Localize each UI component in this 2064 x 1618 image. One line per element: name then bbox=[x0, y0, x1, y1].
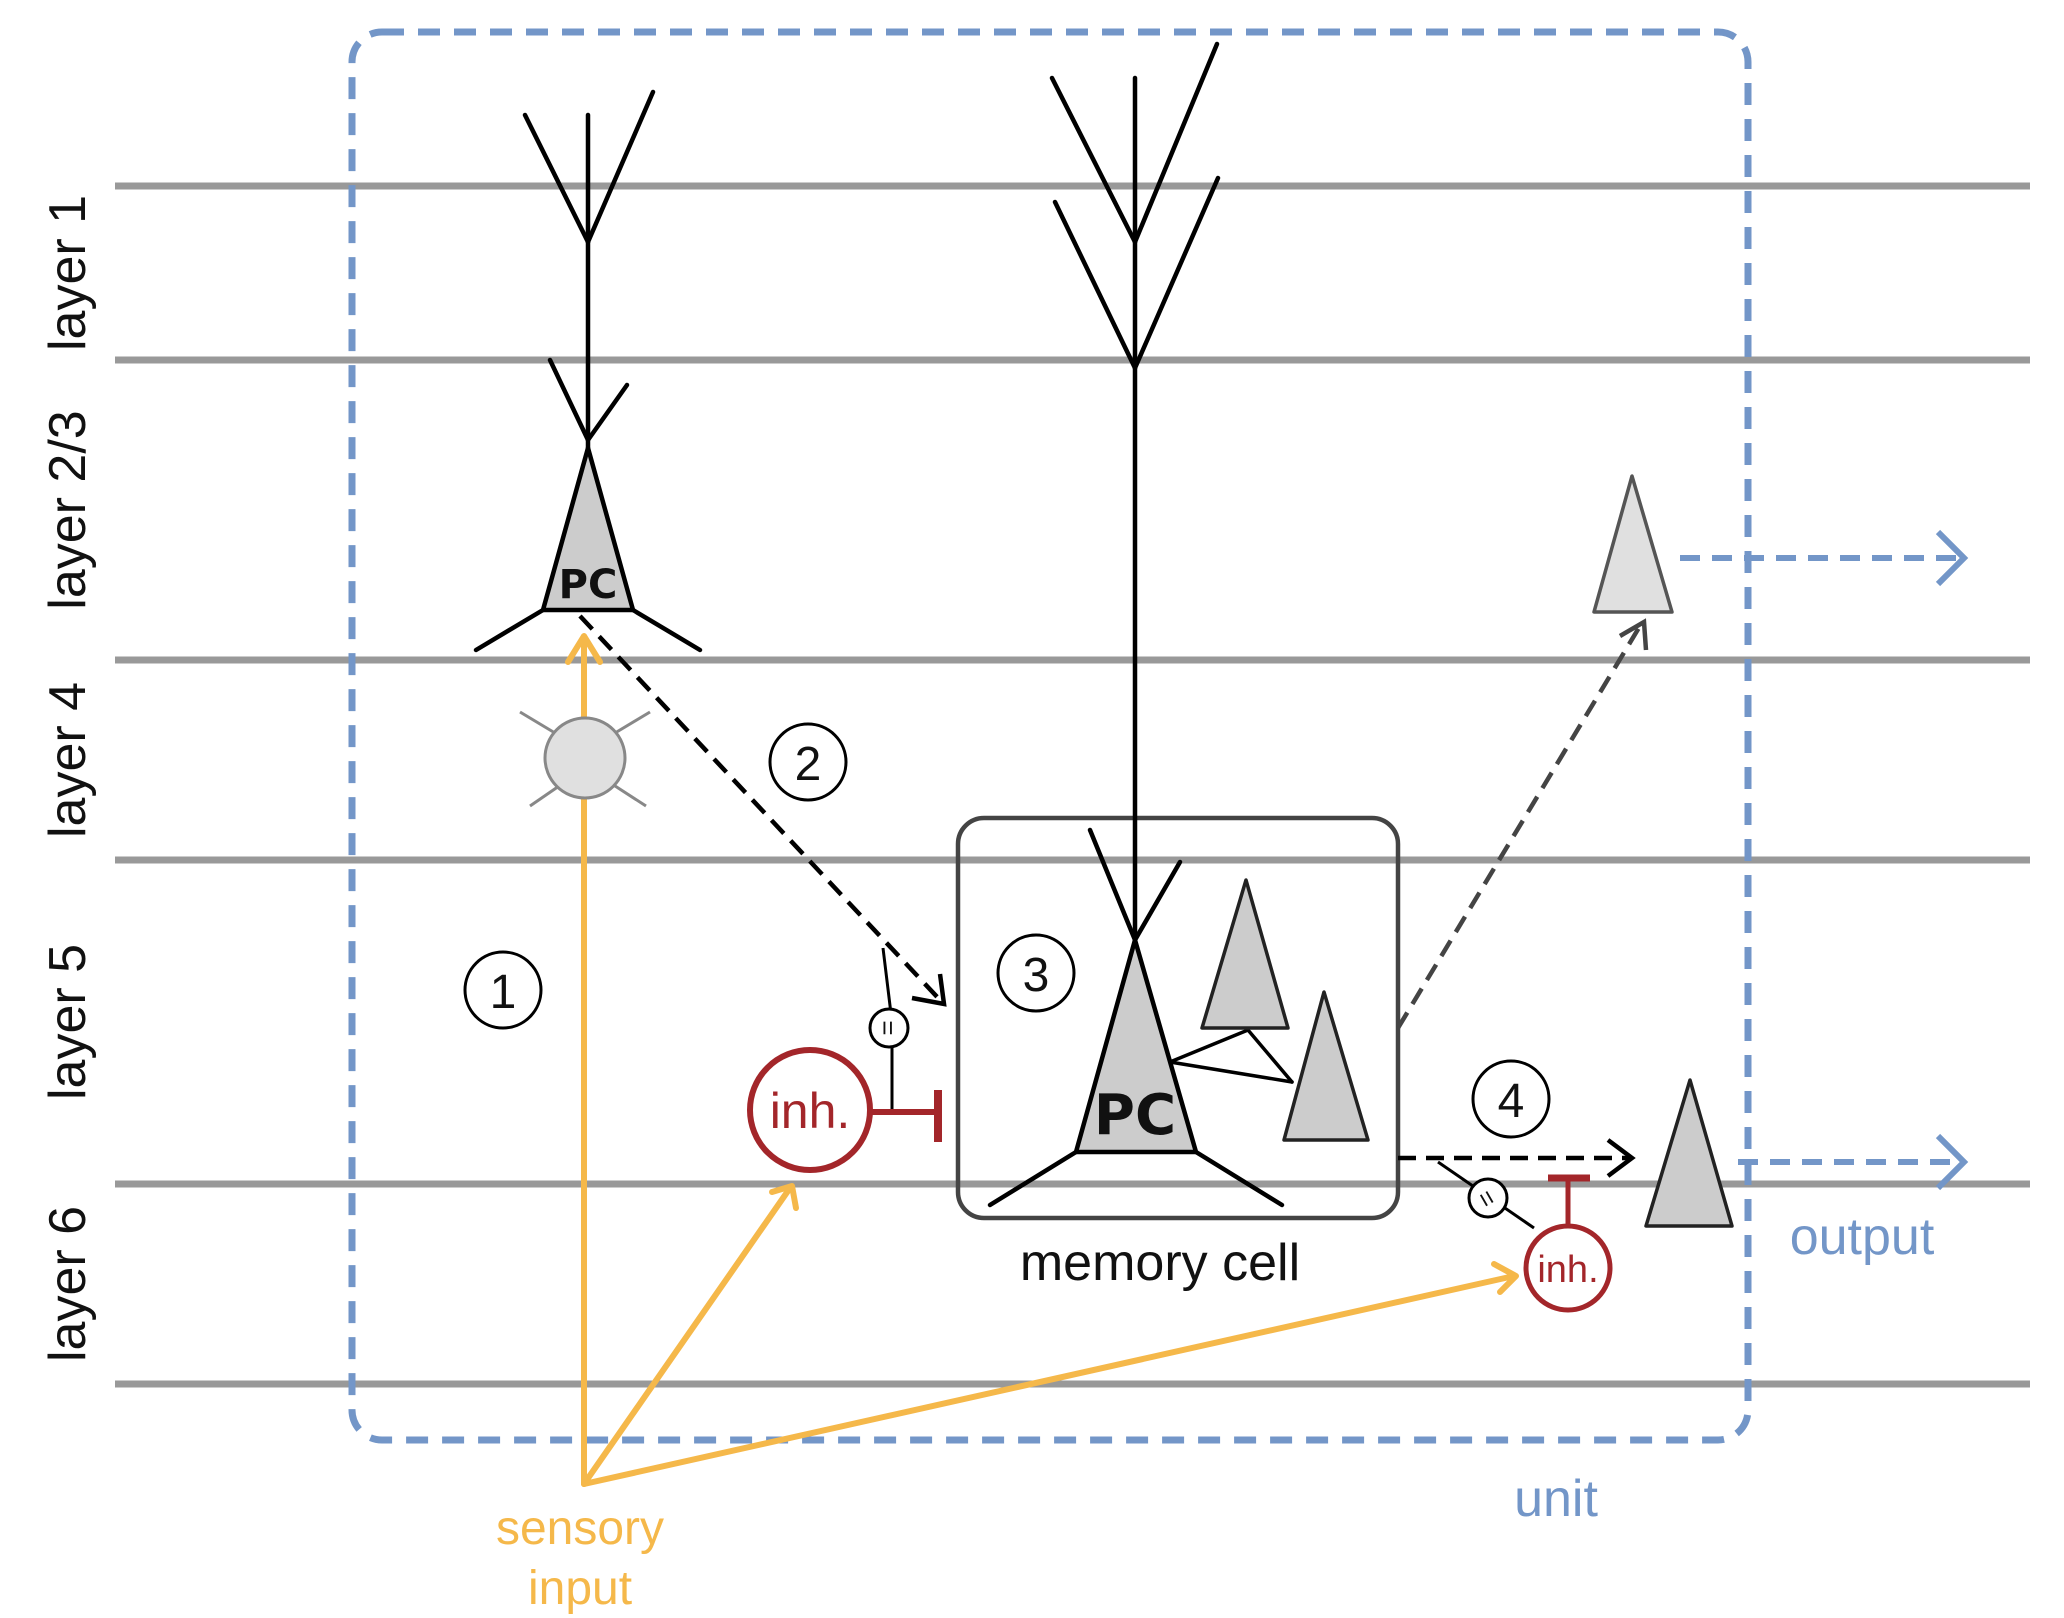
sensory-arrow-to-inh-l5 bbox=[581, 1185, 793, 1487]
dashed-axon bbox=[1396, 624, 1642, 1030]
inh-soma bbox=[1523, 1223, 1613, 1313]
inh-label: inh. bbox=[770, 1083, 851, 1139]
output-label: output bbox=[1790, 1208, 1935, 1266]
memory-pc-label: PC bbox=[1094, 1083, 1176, 1148]
arrowhead bbox=[911, 973, 947, 1007]
connection-pc-to-memory-cell bbox=[578, 614, 942, 1002]
apical-branch bbox=[1052, 199, 1138, 371]
layer-label: layer 4 bbox=[39, 682, 97, 838]
apical-branch bbox=[522, 112, 591, 245]
inh-synapse-marker bbox=[868, 1007, 910, 1049]
apical-branch bbox=[1087, 827, 1138, 943]
apical-branch bbox=[1132, 175, 1221, 371]
arrowhead bbox=[769, 1183, 799, 1211]
step-marker bbox=[996, 933, 1076, 1013]
inh-soma bbox=[747, 1047, 873, 1173]
step-marker bbox=[463, 950, 543, 1030]
layer-labels: layer 1 layer 2/3 layer 4 layer 5 layer … bbox=[39, 195, 97, 1362]
step-number: 3 bbox=[1023, 949, 1050, 1002]
basal-dendrite bbox=[630, 607, 703, 653]
memory-cell-label: memory cell bbox=[1020, 1234, 1300, 1292]
basal-dendrite bbox=[473, 607, 546, 653]
stellate-dendrite bbox=[611, 782, 647, 808]
local-pyramidal-cell bbox=[1200, 878, 1290, 1030]
connection-memory-to-output bbox=[1398, 1138, 1636, 1178]
inhibitory-interneuron-l6: = inh. bbox=[1437, 1160, 1613, 1313]
inh-synapse-marker bbox=[1467, 1177, 1509, 1219]
memory-pyramidal-cell bbox=[987, 41, 1294, 1208]
local-connection bbox=[1168, 1028, 1250, 1064]
apical-branch bbox=[585, 89, 656, 245]
sensory-arrow-to-inh-l6 bbox=[581, 1273, 1517, 1487]
local-connection bbox=[1168, 1060, 1294, 1084]
arrowhead bbox=[1618, 618, 1649, 651]
upper-pyramidal-cell bbox=[473, 89, 703, 653]
apical-branch bbox=[1132, 41, 1220, 245]
step-number: 4 bbox=[1498, 1075, 1525, 1128]
step-marker bbox=[768, 722, 848, 802]
apical-branch bbox=[1049, 75, 1138, 245]
upper-pc-label: PC bbox=[559, 562, 618, 608]
basal-dendrite bbox=[1193, 1149, 1285, 1208]
unit-label: unit bbox=[1514, 1470, 1598, 1528]
layer-label: layer 2/3 bbox=[39, 410, 97, 609]
sensory-input-arrows bbox=[565, 633, 1519, 1487]
connection-memory-to-l23 bbox=[1396, 618, 1649, 1030]
inhibitory-interneuron-l5: = inh. bbox=[747, 947, 942, 1173]
step-number: 2 bbox=[795, 738, 822, 791]
inh-label: inh. bbox=[1537, 1249, 1598, 1291]
apical-branch bbox=[1132, 859, 1183, 943]
apical-branch bbox=[547, 357, 591, 443]
memory-pc-soma bbox=[1073, 937, 1199, 1155]
basal-dendrite bbox=[987, 1149, 1079, 1208]
arrowhead bbox=[1935, 1133, 1969, 1191]
arrowhead bbox=[1491, 1261, 1519, 1295]
synapse-symbol: = bbox=[873, 1020, 903, 1035]
local-connection bbox=[1246, 1028, 1294, 1084]
step-marker bbox=[1471, 1059, 1551, 1139]
step-number: 1 bbox=[490, 966, 517, 1019]
stellate-soma bbox=[543, 716, 627, 800]
layer-boundaries bbox=[115, 182, 2030, 1388]
arrowhead bbox=[1935, 529, 1969, 587]
output-pyramidal-cell-l6 bbox=[1644, 1078, 1734, 1228]
apical-branch bbox=[585, 382, 630, 443]
unit-boundary bbox=[348, 28, 1752, 1444]
sensory-input-label: sensory bbox=[496, 1502, 664, 1555]
memory-cell-box bbox=[955, 815, 1401, 1221]
dashed-axon bbox=[578, 614, 942, 1002]
arrowhead bbox=[565, 633, 603, 665]
sensory-input-label: input bbox=[528, 1562, 632, 1615]
layer4-stellate-cell bbox=[519, 710, 651, 808]
layer-label: layer 5 bbox=[39, 944, 97, 1100]
arrowhead bbox=[1606, 1138, 1636, 1178]
upper-pc-soma bbox=[540, 445, 636, 613]
layer-label: layer 1 bbox=[39, 195, 97, 351]
output-arrows bbox=[1680, 529, 1969, 1191]
local-pyramidal-cell bbox=[1282, 990, 1370, 1142]
output-pyramidal-cell-l23 bbox=[1592, 474, 1674, 614]
step-markers: 1 2 3 4 bbox=[463, 722, 1551, 1139]
layer-label: layer 6 bbox=[39, 1206, 97, 1362]
